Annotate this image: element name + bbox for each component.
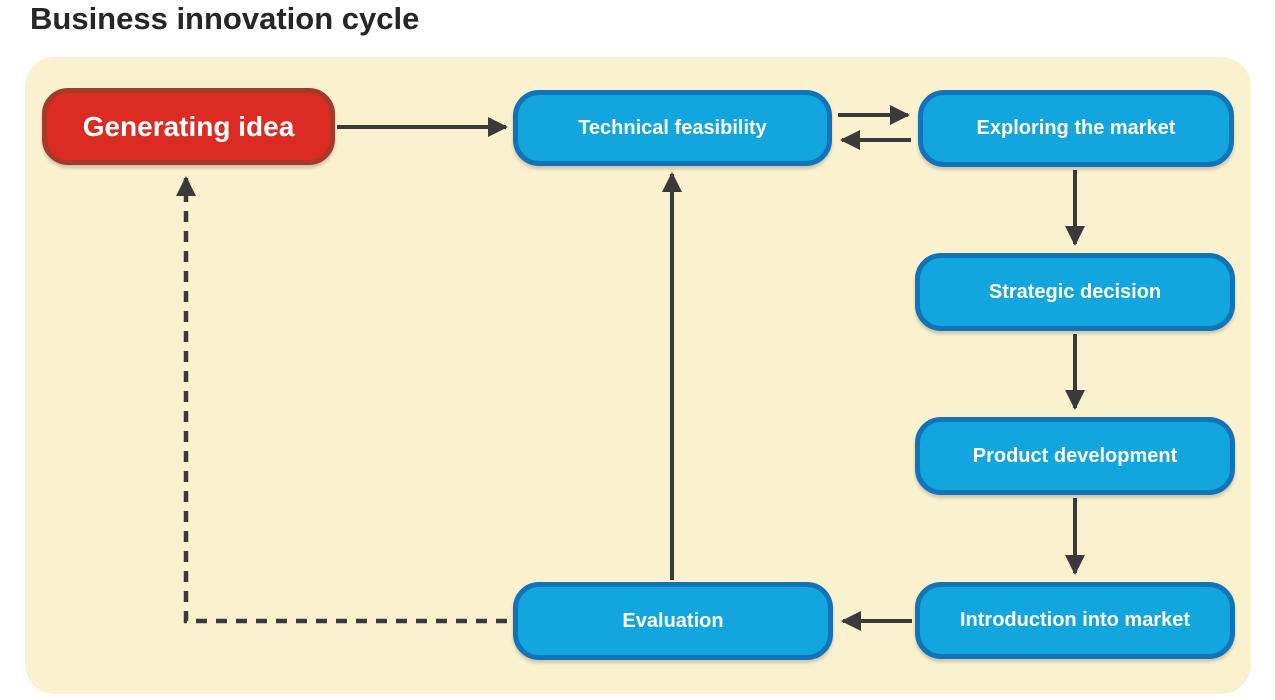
node-product-development: Product development xyxy=(915,417,1235,495)
node-product-development-label: Product development xyxy=(972,444,1178,467)
node-generating-idea-label: Generating idea xyxy=(82,110,295,142)
edge-evaluation-to-generating-dashed xyxy=(176,176,507,624)
node-strategic-decision: Strategic decision xyxy=(915,253,1235,331)
node-evaluation: Evaluation xyxy=(513,582,833,660)
node-evaluation-label: Evaluation xyxy=(622,609,724,632)
page-title: Business innovation cycle xyxy=(30,1,420,36)
node-strategic-decision-label: Strategic decision xyxy=(988,280,1162,303)
node-generating-idea: Generating idea xyxy=(42,88,335,165)
node-introduction-into-market: Introduction into market xyxy=(915,582,1235,659)
node-introduction-into-market-label: Introduction into market xyxy=(960,609,1190,631)
node-exploring-the-market: Exploring the market xyxy=(918,90,1234,167)
node-exploring-the-market-label: Exploring the market xyxy=(976,117,1176,139)
node-technical-feasibility-label: Technical feasibility xyxy=(578,116,767,139)
node-technical-feasibility: Technical feasibility xyxy=(513,90,832,166)
